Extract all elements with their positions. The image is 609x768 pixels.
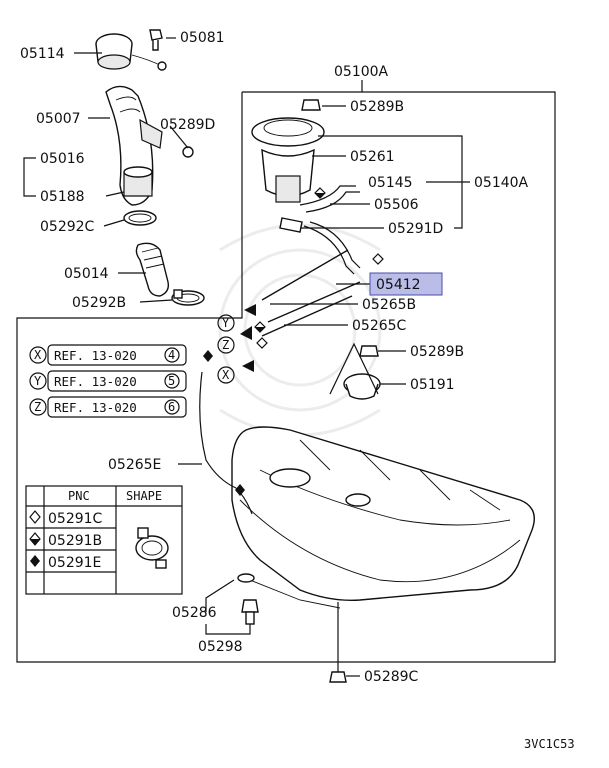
bolt-05081[interactable] (149, 29, 167, 71)
table-header-shape: SHAPE (126, 489, 162, 503)
diamond-half-icon (29, 532, 41, 546)
label-05265C[interactable]: 05265C (352, 318, 407, 334)
ref-z-num: 6 (168, 400, 175, 414)
ref-z-text: REF. 13-020 (54, 400, 137, 415)
label-05286[interactable]: 05286 (172, 605, 217, 621)
diamond-markers (203, 187, 384, 496)
nut-05289B-mid[interactable] (359, 345, 379, 357)
label-05506[interactable]: 05506 (374, 197, 419, 213)
label-05114[interactable]: 05114 (20, 46, 65, 62)
ref-box-z[interactable]: Z REF. 13-020 6 (29, 396, 187, 418)
clamp-05292B[interactable] (171, 289, 205, 306)
diamond-outline-icon (29, 510, 41, 524)
ref-x-letter: X (34, 348, 42, 362)
label-05298[interactable]: 05298 (198, 639, 243, 655)
clamp-05292C[interactable] (123, 210, 157, 226)
table-header-pnc: PNC (68, 489, 90, 503)
table-pnc-05291C: 05291C (48, 511, 103, 527)
label-05265E[interactable]: 05265E (108, 457, 161, 473)
ref-z-letter: Z (34, 400, 41, 414)
callout-y: Y (222, 316, 230, 330)
ref-x-text: REF. 13-020 (54, 348, 137, 363)
label-05261[interactable]: 05261 (350, 149, 395, 165)
fuel-tube-05412[interactable] (261, 249, 361, 337)
label-05007[interactable]: 05007 (36, 111, 81, 127)
label-05081[interactable]: 05081 (180, 30, 225, 46)
label-05016[interactable]: 05016 (40, 151, 85, 167)
ref-y-text: REF. 13-020 (54, 374, 137, 389)
highlight-05412 (369, 272, 443, 296)
label-05289B-top[interactable]: 05289B (350, 99, 404, 115)
filler-cap-05114[interactable] (95, 33, 163, 70)
nut-05289B-top[interactable] (301, 99, 321, 111)
label-05289C[interactable]: 05289C (364, 669, 419, 685)
part-labels: 05114 05081 05100A 05007 05289D 05289B 0… (20, 30, 529, 685)
label-05014[interactable]: 05014 (64, 266, 109, 282)
table-pnc-05291E: 05291E (48, 555, 101, 571)
label-05291D[interactable]: 05291D (388, 221, 443, 237)
ref-box-x[interactable]: X REF. 13-020 4 (29, 344, 187, 366)
filler-hose-05016[interactable] (123, 166, 153, 197)
label-05100A[interactable]: 05100A (334, 64, 389, 80)
label-05191[interactable]: 05191 (410, 377, 455, 393)
diagram-id: 3VC1C53 (524, 737, 575, 751)
clamp-shape-icon (135, 527, 169, 569)
label-05292B[interactable]: 05292B (72, 295, 126, 311)
label-05140A[interactable]: 05140A (474, 175, 529, 191)
label-05289D[interactable]: 05289D (160, 117, 215, 133)
diamond-filled-icon (30, 555, 40, 567)
arrows-callouts (240, 304, 256, 372)
ref-box-y[interactable]: Y REF. 13-020 5 (29, 370, 187, 392)
label-05188[interactable]: 05188 (40, 189, 85, 205)
callout-letters: Y Z X (217, 314, 235, 384)
label-05145[interactable]: 05145 (368, 175, 413, 191)
label-05412[interactable]: 05412 (376, 277, 421, 293)
ref-y-num: 5 (168, 374, 175, 388)
frame-boxes (16, 91, 556, 663)
callout-z: Z (222, 338, 229, 352)
label-05292C[interactable]: 05292C (40, 219, 95, 235)
nut-05289C[interactable] (329, 671, 347, 683)
ref-x-num: 4 (168, 348, 175, 362)
fuel-tank[interactable] (231, 426, 535, 609)
table-pnc-05291B: 05291B (48, 533, 102, 549)
callout-x: X (222, 368, 230, 382)
label-05289B-mid[interactable]: 05289B (410, 344, 464, 360)
leader-lines (23, 37, 470, 677)
fuel-pump-05261[interactable] (251, 117, 325, 233)
bolt-05298[interactable] (237, 573, 259, 625)
label-05265B[interactable]: 05265B (362, 297, 416, 313)
ref-y-letter: Y (34, 374, 42, 388)
hose-05014[interactable] (135, 242, 170, 297)
shape-table: PNC SHAPE 05291C 05291B 05291E (25, 485, 183, 595)
